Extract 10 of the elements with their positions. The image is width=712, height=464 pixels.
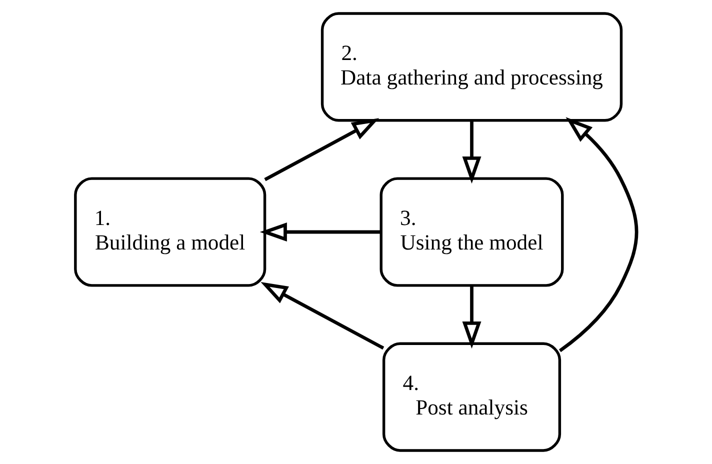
- arrow: [558, 117, 638, 352]
- arrow: [462, 120, 482, 184]
- arrow: [260, 222, 381, 242]
- arrow: [264, 118, 380, 182]
- node-box: 1. Building a model: [74, 177, 266, 287]
- node-box: 2. Data gathering and processing: [320, 12, 623, 122]
- arrow: [260, 282, 384, 350]
- node-box: 3. Using the model: [380, 177, 564, 287]
- arrow: [462, 286, 482, 349]
- node-box: 4. Post analysis: [382, 342, 562, 452]
